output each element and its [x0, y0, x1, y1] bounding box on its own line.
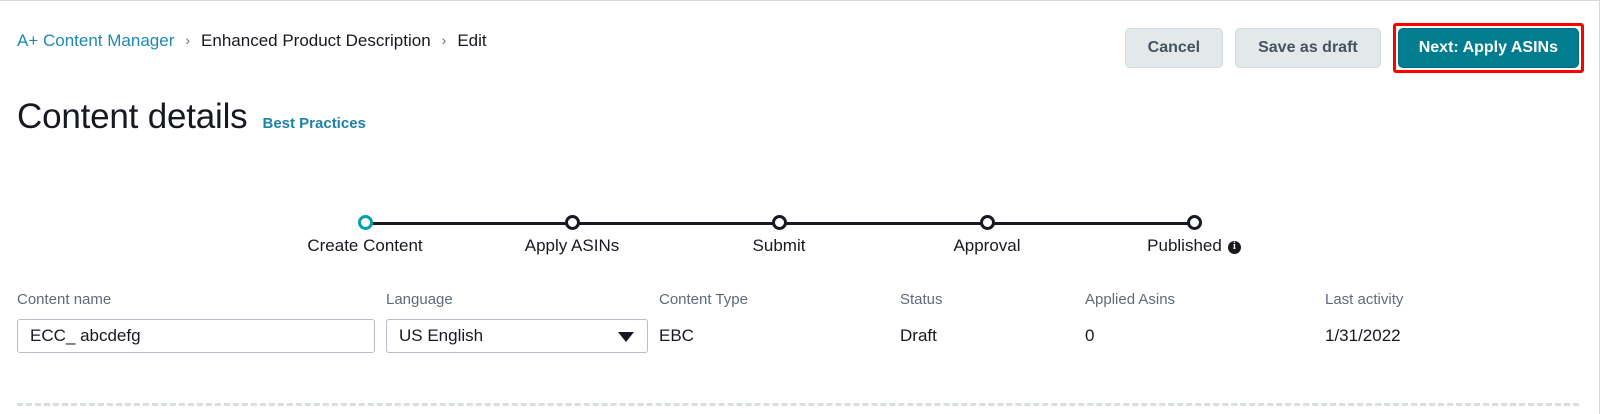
applied-asins-value: 0	[1085, 326, 1095, 345]
info-icon[interactable]: i	[1227, 240, 1241, 254]
content-name-input[interactable]	[17, 319, 375, 353]
field-label-status: Status	[900, 291, 943, 308]
stepper-step-label: Published i	[1147, 236, 1241, 256]
step-dot-icon	[979, 215, 995, 230]
field-status: Status Draft	[900, 291, 943, 353]
language-select[interactable]: US English	[386, 319, 648, 353]
step-label-text: Create Content	[307, 236, 423, 255]
language-select-wrapper: US English	[386, 319, 648, 353]
stepper-step-label: Approval	[953, 236, 1020, 256]
field-content-name: Content name	[17, 291, 375, 353]
stepper-step-label: Submit	[753, 236, 806, 256]
stepper-step-label: Apply ASINs	[525, 236, 620, 256]
breadcrumb-separator-icon: ›	[185, 32, 191, 48]
stepper-step-approval[interactable]: Approval	[887, 206, 1087, 256]
header-action-bar: Cancel Save as draft Next: Apply ASINs	[1124, 23, 1584, 73]
step-dot-icon	[771, 215, 787, 230]
next-button-highlight: Next: Apply ASINs	[1392, 23, 1584, 73]
best-practices-link[interactable]: Best Practices	[262, 115, 366, 132]
breadcrumb-item-enhanced-product-description[interactable]: Enhanced Product Description	[201, 31, 431, 50]
page-title-row: Content details Best Practices	[17, 99, 366, 134]
field-last-activity: Last activity 1/31/2022	[1325, 291, 1403, 353]
last-activity-value: 1/31/2022	[1325, 326, 1401, 345]
step-label-text: Approval	[953, 236, 1021, 255]
stepper-step-create-content[interactable]: Create Content	[265, 206, 465, 256]
field-label-language: Language	[386, 291, 453, 308]
status-badge: Draft	[900, 326, 937, 345]
save-as-draft-button[interactable]: Save as draft	[1235, 28, 1381, 68]
stepper-step-published[interactable]: Published i	[1094, 206, 1294, 256]
progress-stepper: Create Content Apply ASINs Submit Approv…	[0, 206, 1600, 266]
top-bar: A+ Content Manager › Enhanced Product De…	[0, 12, 1600, 76]
content-details-fields: Content name Language US English Content…	[0, 291, 1600, 371]
field-label-applied-asins: Applied Asins	[1085, 291, 1176, 308]
content-type-value: EBC	[659, 326, 694, 345]
stepper-step-apply-asins[interactable]: Apply ASINs	[472, 206, 672, 256]
field-content-type: Content Type EBC	[659, 291, 748, 353]
field-applied-asins: Applied Asins 0	[1085, 291, 1175, 353]
step-label-text: Submit	[752, 236, 806, 255]
breadcrumb-item-edit: Edit	[457, 31, 487, 50]
step-label-text: Apply ASINs	[524, 236, 620, 255]
field-label-content-name: Content name	[17, 291, 112, 308]
step-dot-icon	[564, 215, 580, 230]
field-label-content-type: Content Type	[659, 291, 748, 308]
page-title: Content details	[17, 97, 248, 136]
breadcrumb-item-content-manager[interactable]: A+ Content Manager	[17, 31, 175, 50]
step-label-text: Published	[1147, 236, 1222, 255]
stepper-step-submit[interactable]: Submit	[679, 206, 879, 256]
breadcrumb-separator-icon: ›	[441, 32, 447, 48]
next-apply-asins-button[interactable]: Next: Apply ASINs	[1397, 28, 1579, 68]
field-language: Language US English	[386, 291, 648, 353]
stepper-step-label: Create Content	[307, 236, 422, 256]
breadcrumb: A+ Content Manager › Enhanced Product De…	[17, 31, 487, 51]
step-dot-icon	[1186, 215, 1202, 230]
cancel-button[interactable]: Cancel	[1124, 28, 1224, 68]
step-dot-icon	[357, 215, 373, 230]
field-label-last-activity: Last activity	[1325, 291, 1404, 308]
section-divider	[17, 403, 1579, 406]
